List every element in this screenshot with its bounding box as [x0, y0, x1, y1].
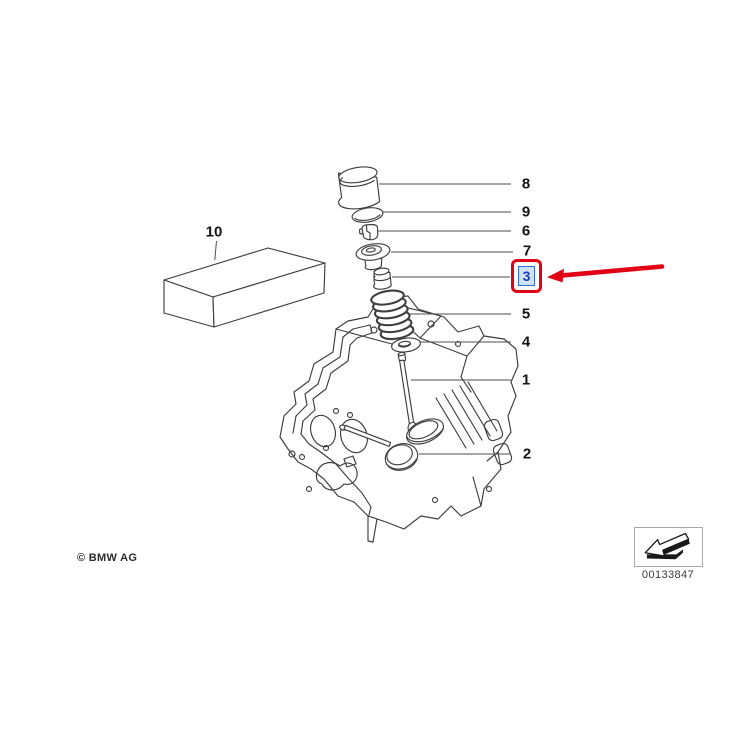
part-4-spring-seat — [391, 337, 421, 353]
part-10-parts-box — [163, 247, 326, 328]
callout-7[interactable]: 7 — [522, 242, 532, 260]
part-2-valve — [339, 424, 419, 471]
leader-lines — [214, 183, 513, 455]
diagram-number: 00133847 — [641, 569, 695, 581]
callout-3-highlight-frame[interactable]: 3 — [511, 259, 542, 293]
callout-8[interactable]: 8 — [521, 175, 531, 193]
copyright-notice: © BMW AG — [77, 552, 138, 564]
part-5-valve-spring — [370, 289, 415, 341]
part-7-spring-retainer — [355, 243, 391, 271]
callout-3[interactable]: 3 — [518, 266, 535, 286]
reference-diagram-box[interactable] — [634, 527, 703, 567]
head-stud — [367, 515, 378, 543]
cylinder-head-drawing — [279, 295, 519, 543]
callout-10[interactable]: 10 — [205, 223, 223, 241]
part-3-valve-stem-seal — [373, 267, 392, 290]
callout-2[interactable]: 2 — [522, 445, 532, 463]
callout-4[interactable]: 4 — [521, 333, 531, 351]
part-6-valve-keepers — [358, 223, 379, 241]
part-9-shim — [351, 207, 384, 223]
callout-1[interactable]: 1 — [521, 371, 531, 389]
part-8-bucket-tappet — [337, 166, 381, 210]
callout-9[interactable]: 9 — [521, 203, 531, 221]
callout-5[interactable]: 5 — [521, 305, 531, 323]
page-flip-arrow-icon — [644, 532, 690, 560]
highlight-arrow — [547, 264, 665, 283]
callout-6[interactable]: 6 — [521, 222, 531, 240]
part-1-valve — [397, 351, 445, 445]
